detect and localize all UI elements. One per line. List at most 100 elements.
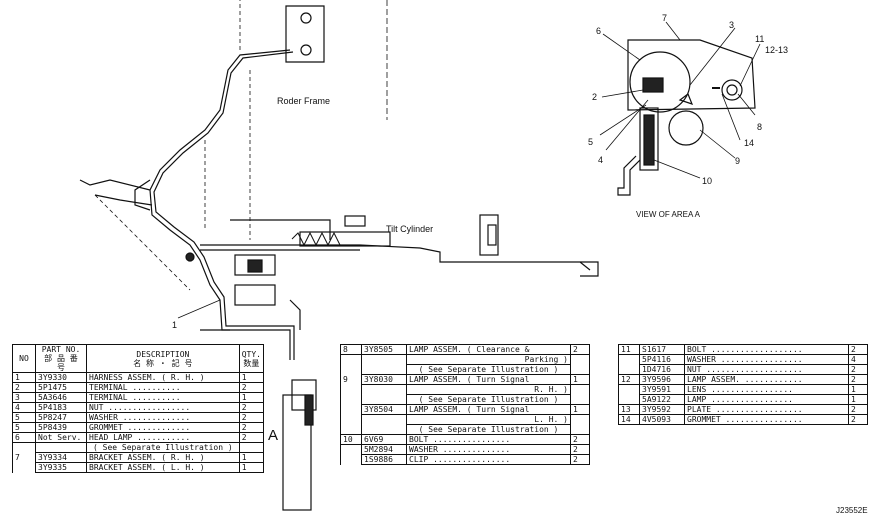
cell-qty: 1	[238, 452, 265, 463]
cell-qty: 2	[238, 432, 265, 443]
cell-qty: 1	[570, 404, 590, 415]
cell-qty: 2	[848, 364, 868, 375]
cell-qty: 1	[570, 374, 590, 385]
cell-qty: 2	[848, 404, 868, 415]
cell-desc: NUT ....................	[684, 364, 849, 375]
cell-qty	[238, 442, 265, 453]
frame-label: Roder Frame	[277, 96, 331, 106]
cell-part-no	[361, 394, 407, 405]
cell-qty	[570, 424, 590, 435]
cell-no: 5	[12, 422, 36, 433]
cell-no	[340, 384, 362, 395]
cell-no: 11	[618, 344, 640, 355]
cell-no: 1	[12, 372, 36, 383]
cell-part-no	[361, 384, 407, 395]
callout-10: 10	[702, 176, 713, 186]
cell-no	[340, 454, 362, 465]
cell-desc: LAMP ASSEM. ( Turn Signal	[406, 374, 571, 385]
cell-desc: BRACKET ASSEM. ( L. H. )	[86, 462, 240, 473]
cell-part-no: 3Y9330	[35, 372, 87, 383]
cell-desc: HARNESS ASSEM. ( R. H. )	[86, 372, 240, 383]
table-row: 5A9122 LAMP .................1	[618, 394, 868, 405]
cell-part-no: 3Y9592	[639, 404, 685, 415]
top-bracket	[285, 5, 325, 63]
cell-qty	[570, 414, 590, 425]
cell-no: 2	[12, 382, 36, 393]
cell-part-no: 3Y8030	[361, 374, 407, 385]
cell-desc: BOLT ................	[406, 434, 571, 445]
table-row: L. H. )	[340, 414, 590, 425]
cell-no: 7	[12, 452, 36, 463]
cell-no: 12	[618, 374, 640, 385]
cell-part-no	[361, 424, 407, 435]
cell-part-no: 3Y9335	[35, 462, 87, 473]
callout-7: 7	[662, 13, 668, 23]
cell-no	[12, 462, 36, 473]
cell-desc: ( See Separate Illustration )	[86, 442, 240, 453]
cell-qty: 1	[238, 392, 265, 403]
cell-desc: NUT .................	[86, 402, 240, 413]
callout-1: 1	[172, 320, 178, 330]
header-qty: QTY. 数量	[238, 344, 265, 373]
cell-no: 10	[340, 434, 362, 445]
cell-no	[340, 354, 362, 365]
cell-desc: WASHER ..............	[86, 412, 240, 423]
cell-desc: BOLT ...................	[684, 344, 849, 355]
cell-part-no: 5P4183	[35, 402, 87, 413]
cell-desc: WASHER ..............	[406, 444, 571, 455]
callout-14: 14	[744, 138, 755, 148]
cell-part-no: 1D4716	[639, 364, 685, 375]
cell-desc: LAMP ASSEM. ( Clearance &	[406, 344, 571, 355]
cell-no	[340, 364, 362, 375]
cell-part-no: 3Y9591	[639, 384, 685, 395]
cell-qty: 2	[848, 344, 868, 355]
header-description: DESCRIPTION 名 称 ・ 記 号	[86, 344, 240, 373]
cell-no	[618, 364, 640, 375]
cell-desc: BRACKET ASSEM. ( R. H. )	[86, 452, 240, 463]
cell-desc: LAMP .................	[684, 394, 849, 405]
table-row: ( See Separate Illustration )	[340, 394, 590, 405]
cell-no: 3	[12, 392, 36, 403]
cell-no: 13	[618, 404, 640, 415]
cell-no	[340, 394, 362, 405]
cell-part-no: 3Y9334	[35, 452, 87, 463]
cell-desc: ( See Separate Illustration )	[406, 424, 571, 435]
cell-no: 9	[340, 374, 362, 385]
cell-no	[618, 394, 640, 405]
cell-no	[12, 442, 36, 453]
header-no: NO	[12, 344, 36, 373]
cell-desc: LAMP ASSEM. ............	[684, 374, 849, 385]
view-a-housing	[627, 39, 756, 111]
cell-no: 5	[12, 412, 36, 423]
cell-desc: ( See Separate Illustration )	[406, 364, 571, 375]
callout-8: 8	[757, 122, 763, 132]
cell-desc: L. H. )	[406, 414, 571, 425]
cell-desc: Parking )	[406, 354, 571, 365]
cell-part-no	[361, 354, 407, 365]
cell-part-no: 5A9122	[639, 394, 685, 405]
cell-desc: LAMP ASSEM. ( Turn Signal	[406, 404, 571, 415]
tilt-cylinder-label: Tilt Cylinder	[386, 224, 434, 234]
cell-desc: PLATE ..................	[684, 404, 849, 415]
cell-part-no	[361, 414, 407, 425]
cell-qty	[570, 364, 590, 375]
callout-5: 5	[588, 137, 594, 147]
cell-qty	[570, 354, 590, 365]
parts-table-1: NO PART NO. 部 品 番 号 DESCRIPTION 名 称 ・ 記 …	[12, 344, 265, 473]
cell-desc: GROMMET .............	[86, 422, 240, 433]
cell-part-no: 1S9886	[361, 454, 407, 465]
table-row: ( See Separate Illustration )	[12, 442, 265, 453]
cell-part-no: Not Serv.	[35, 432, 87, 443]
cell-no	[340, 424, 362, 435]
